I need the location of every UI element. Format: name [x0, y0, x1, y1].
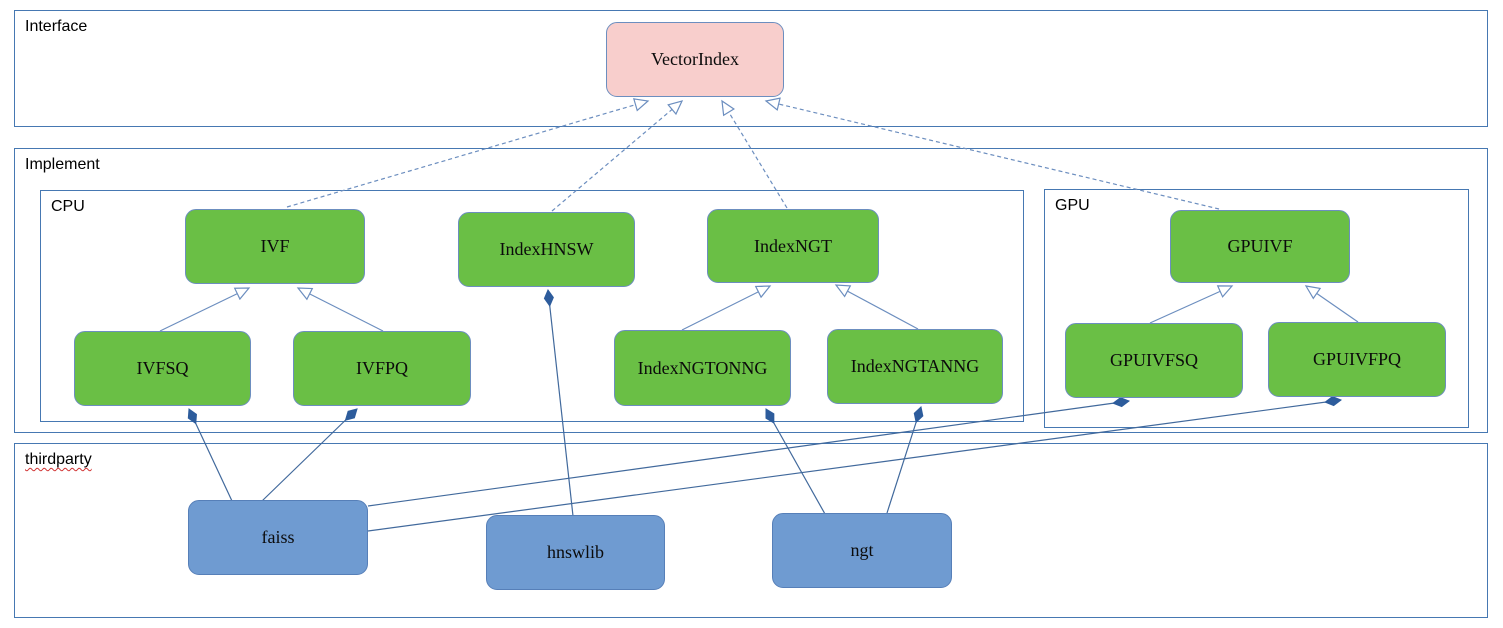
- node-label: VectorIndex: [651, 49, 739, 69]
- node-label: IndexNGT: [754, 235, 832, 256]
- container-implement-label: Implement: [25, 156, 100, 173]
- node-hnswlib[interactable]: hnswlib: [486, 515, 665, 590]
- node-label: GPUIVF: [1227, 236, 1293, 256]
- node-gpuivfpq[interactable]: GPUIVFPQ: [1268, 322, 1446, 397]
- node-label: hnswlib: [546, 542, 604, 562]
- node-vectorindex[interactable]: VectorIndex: [606, 22, 784, 97]
- node-label: faiss: [261, 527, 295, 547]
- node-label: IndexHNSW: [499, 239, 594, 259]
- container-cpu-label: CPU: [51, 198, 85, 215]
- node-indexngtanng[interactable]: IndexNGTANNG: [827, 329, 1003, 404]
- node-gpuivfsq[interactable]: GPUIVFSQ: [1065, 323, 1243, 398]
- container-interface-label: Interface: [25, 18, 88, 35]
- node-label: IndexNGTONNG: [637, 357, 768, 378]
- node-label: IVFPQ: [355, 358, 408, 378]
- node-indexhnsw[interactable]: IndexHNSW: [458, 212, 635, 287]
- node-ivfsq[interactable]: IVFSQ: [74, 331, 251, 406]
- node-label: GPUIVFPQ: [1312, 349, 1402, 369]
- node-indexngtonng[interactable]: IndexNGTONNG: [614, 330, 791, 406]
- node-label: GPUIVFSQ: [1109, 350, 1199, 370]
- node-faiss[interactable]: faiss: [188, 500, 368, 575]
- node-gpuivf[interactable]: GPUIVF: [1170, 210, 1350, 283]
- node-label: IVF: [260, 236, 290, 256]
- node-ivfpq[interactable]: IVFPQ: [293, 331, 471, 406]
- node-ivf[interactable]: IVF: [185, 209, 365, 284]
- node-label: IndexNGTANNG: [850, 356, 980, 376]
- container-thirdparty-label: thirdparty: [25, 451, 92, 468]
- node-label: IVFSQ: [136, 358, 189, 378]
- node-indexngt[interactable]: IndexNGT: [707, 209, 879, 283]
- node-ngt[interactable]: ngt: [772, 513, 952, 588]
- container-gpu-label: GPU: [1055, 197, 1090, 214]
- node-label: ngt: [850, 540, 874, 560]
